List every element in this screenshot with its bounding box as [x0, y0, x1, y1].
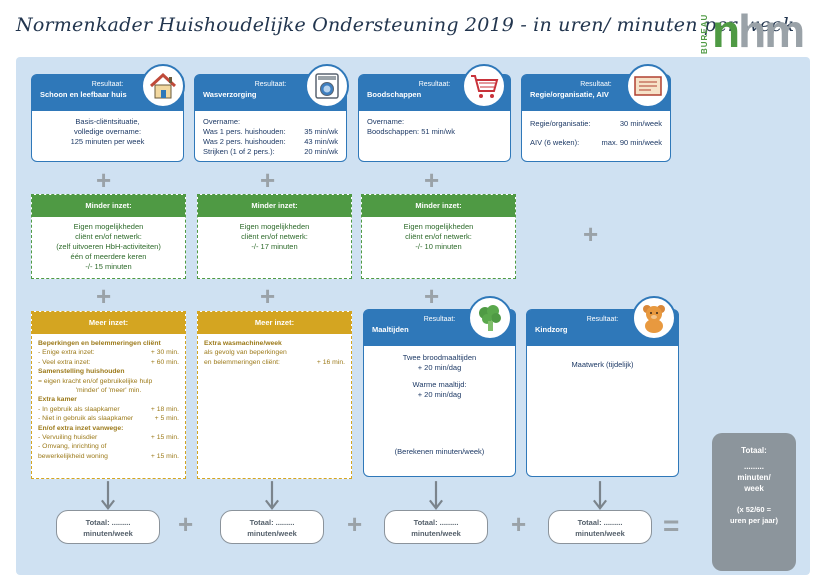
meer-inzet-title: Meer inzet: [32, 312, 185, 334]
minder-inzet-card: Minder inzet: Eigen mogelijkheden cliënt… [197, 194, 352, 279]
minder-inzet-card: Minder inzet: Eigen mogelijkheden cliënt… [31, 194, 186, 279]
plus-icon: + [511, 509, 527, 539]
minder-inzet-card: Minder inzet: Eigen mogelijkheden cliënt… [361, 194, 516, 279]
teddy-bear-icon [632, 296, 676, 340]
minder-inzet-title: Minder inzet: [32, 195, 185, 217]
meer-inzet-title: Meer inzet: [198, 312, 351, 334]
plus-icon: + [347, 509, 363, 539]
arrow-down-icon [101, 481, 115, 511]
total-field[interactable]: Totaal: .........minuten/week [384, 510, 488, 544]
arrow-down-icon [593, 481, 607, 511]
meer-inzet-card: Meer inzet: Beperkingen en belemmeringen… [31, 311, 186, 479]
broccoli-icon [468, 296, 512, 340]
plus-icon: + [96, 165, 112, 195]
plus-icon: + [260, 281, 276, 311]
total-field[interactable]: Totaal: .........minuten/week [56, 510, 160, 544]
equals-icon: = [663, 510, 680, 541]
plus-icon: + [96, 281, 112, 311]
plus-icon: + [424, 281, 440, 311]
washing-machine-icon [305, 64, 349, 108]
plus-icon: + [178, 509, 194, 539]
arrow-down-icon [429, 481, 443, 511]
plus-icon: + [424, 165, 440, 195]
result-card-kindzorg: Resultaat: Kindzorg Maatwerk (tijdelijk) [526, 309, 679, 477]
nhm-logo: BUREAU nhm [700, 5, 810, 58]
total-field[interactable]: Totaal: .........minuten/week [548, 510, 652, 544]
plus-icon: + [260, 165, 276, 195]
grand-total-box[interactable]: Totaal: ......... minuten/ week (x 52/60… [712, 433, 796, 571]
minder-inzet-title: Minder inzet: [362, 195, 515, 217]
plus-icon: + [583, 219, 599, 249]
house-icon [141, 64, 185, 108]
document-icon [626, 64, 670, 108]
result-card-regie: Resultaat: Regie/organisatie, AIV Regie/… [521, 74, 671, 162]
shopping-cart-icon [462, 64, 506, 108]
logo-nhm-text: nhm [712, 5, 805, 57]
total-field[interactable]: Totaal: .........minuten/week [220, 510, 324, 544]
page-title: Normenkader Huishoudelijke Ondersteuning… [16, 14, 795, 36]
logo-bureau-text: BUREAU [700, 13, 709, 55]
minder-inzet-title: Minder inzet: [198, 195, 351, 217]
arrow-down-icon [265, 481, 279, 511]
meer-inzet-card: Meer inzet: Extra wasmachine/week als ge… [197, 311, 352, 479]
